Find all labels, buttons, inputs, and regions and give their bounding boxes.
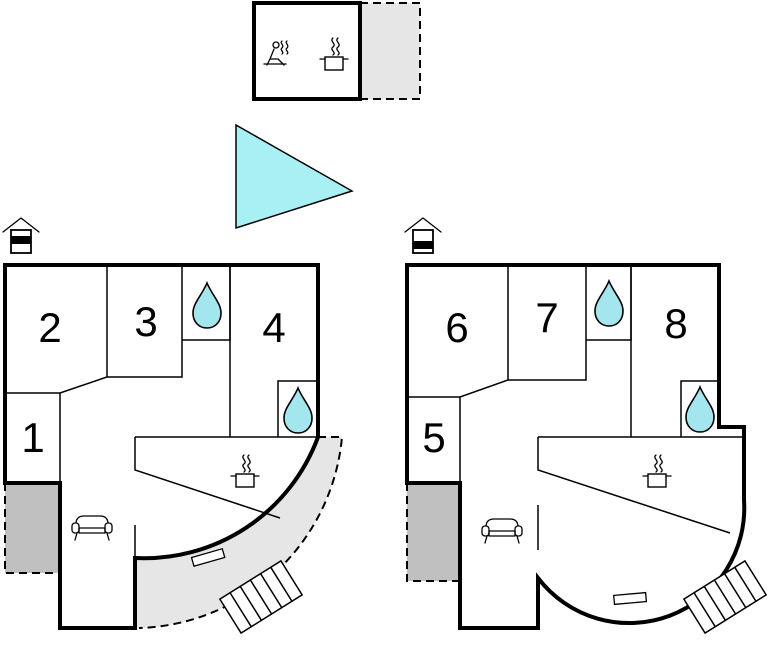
floor-plan-left: 1 2 3 4 <box>2 217 344 634</box>
sauna-annex <box>252 1 421 101</box>
room-number-4: 4 <box>262 304 285 351</box>
room-number-8: 8 <box>664 300 687 347</box>
room-number-5: 5 <box>422 414 445 461</box>
floor-plan-right: 5 6 7 8 <box>404 217 767 634</box>
kitchen-pot-icon <box>319 37 349 71</box>
bathroom-drop-icon <box>685 386 715 433</box>
sauna-icon <box>263 40 289 66</box>
sofa-icon <box>481 518 523 544</box>
room-number-2: 2 <box>38 304 61 351</box>
bathroom-drop-icon <box>594 280 624 327</box>
room-number-1: 1 <box>21 414 44 461</box>
kitchen-pot-icon <box>230 454 260 488</box>
room-number-7: 7 <box>535 294 558 341</box>
window <box>613 591 648 606</box>
north-arrow-icon <box>235 123 354 230</box>
bathroom-drop-icon <box>283 387 313 434</box>
sofa-icon <box>71 515 113 541</box>
kitchen-pot-icon <box>642 454 672 488</box>
room-number-3: 3 <box>134 298 157 345</box>
window <box>190 547 226 568</box>
bathroom-drop-icon <box>192 282 222 329</box>
house-level-icon <box>2 217 40 254</box>
room-number-6: 6 <box>445 304 468 351</box>
